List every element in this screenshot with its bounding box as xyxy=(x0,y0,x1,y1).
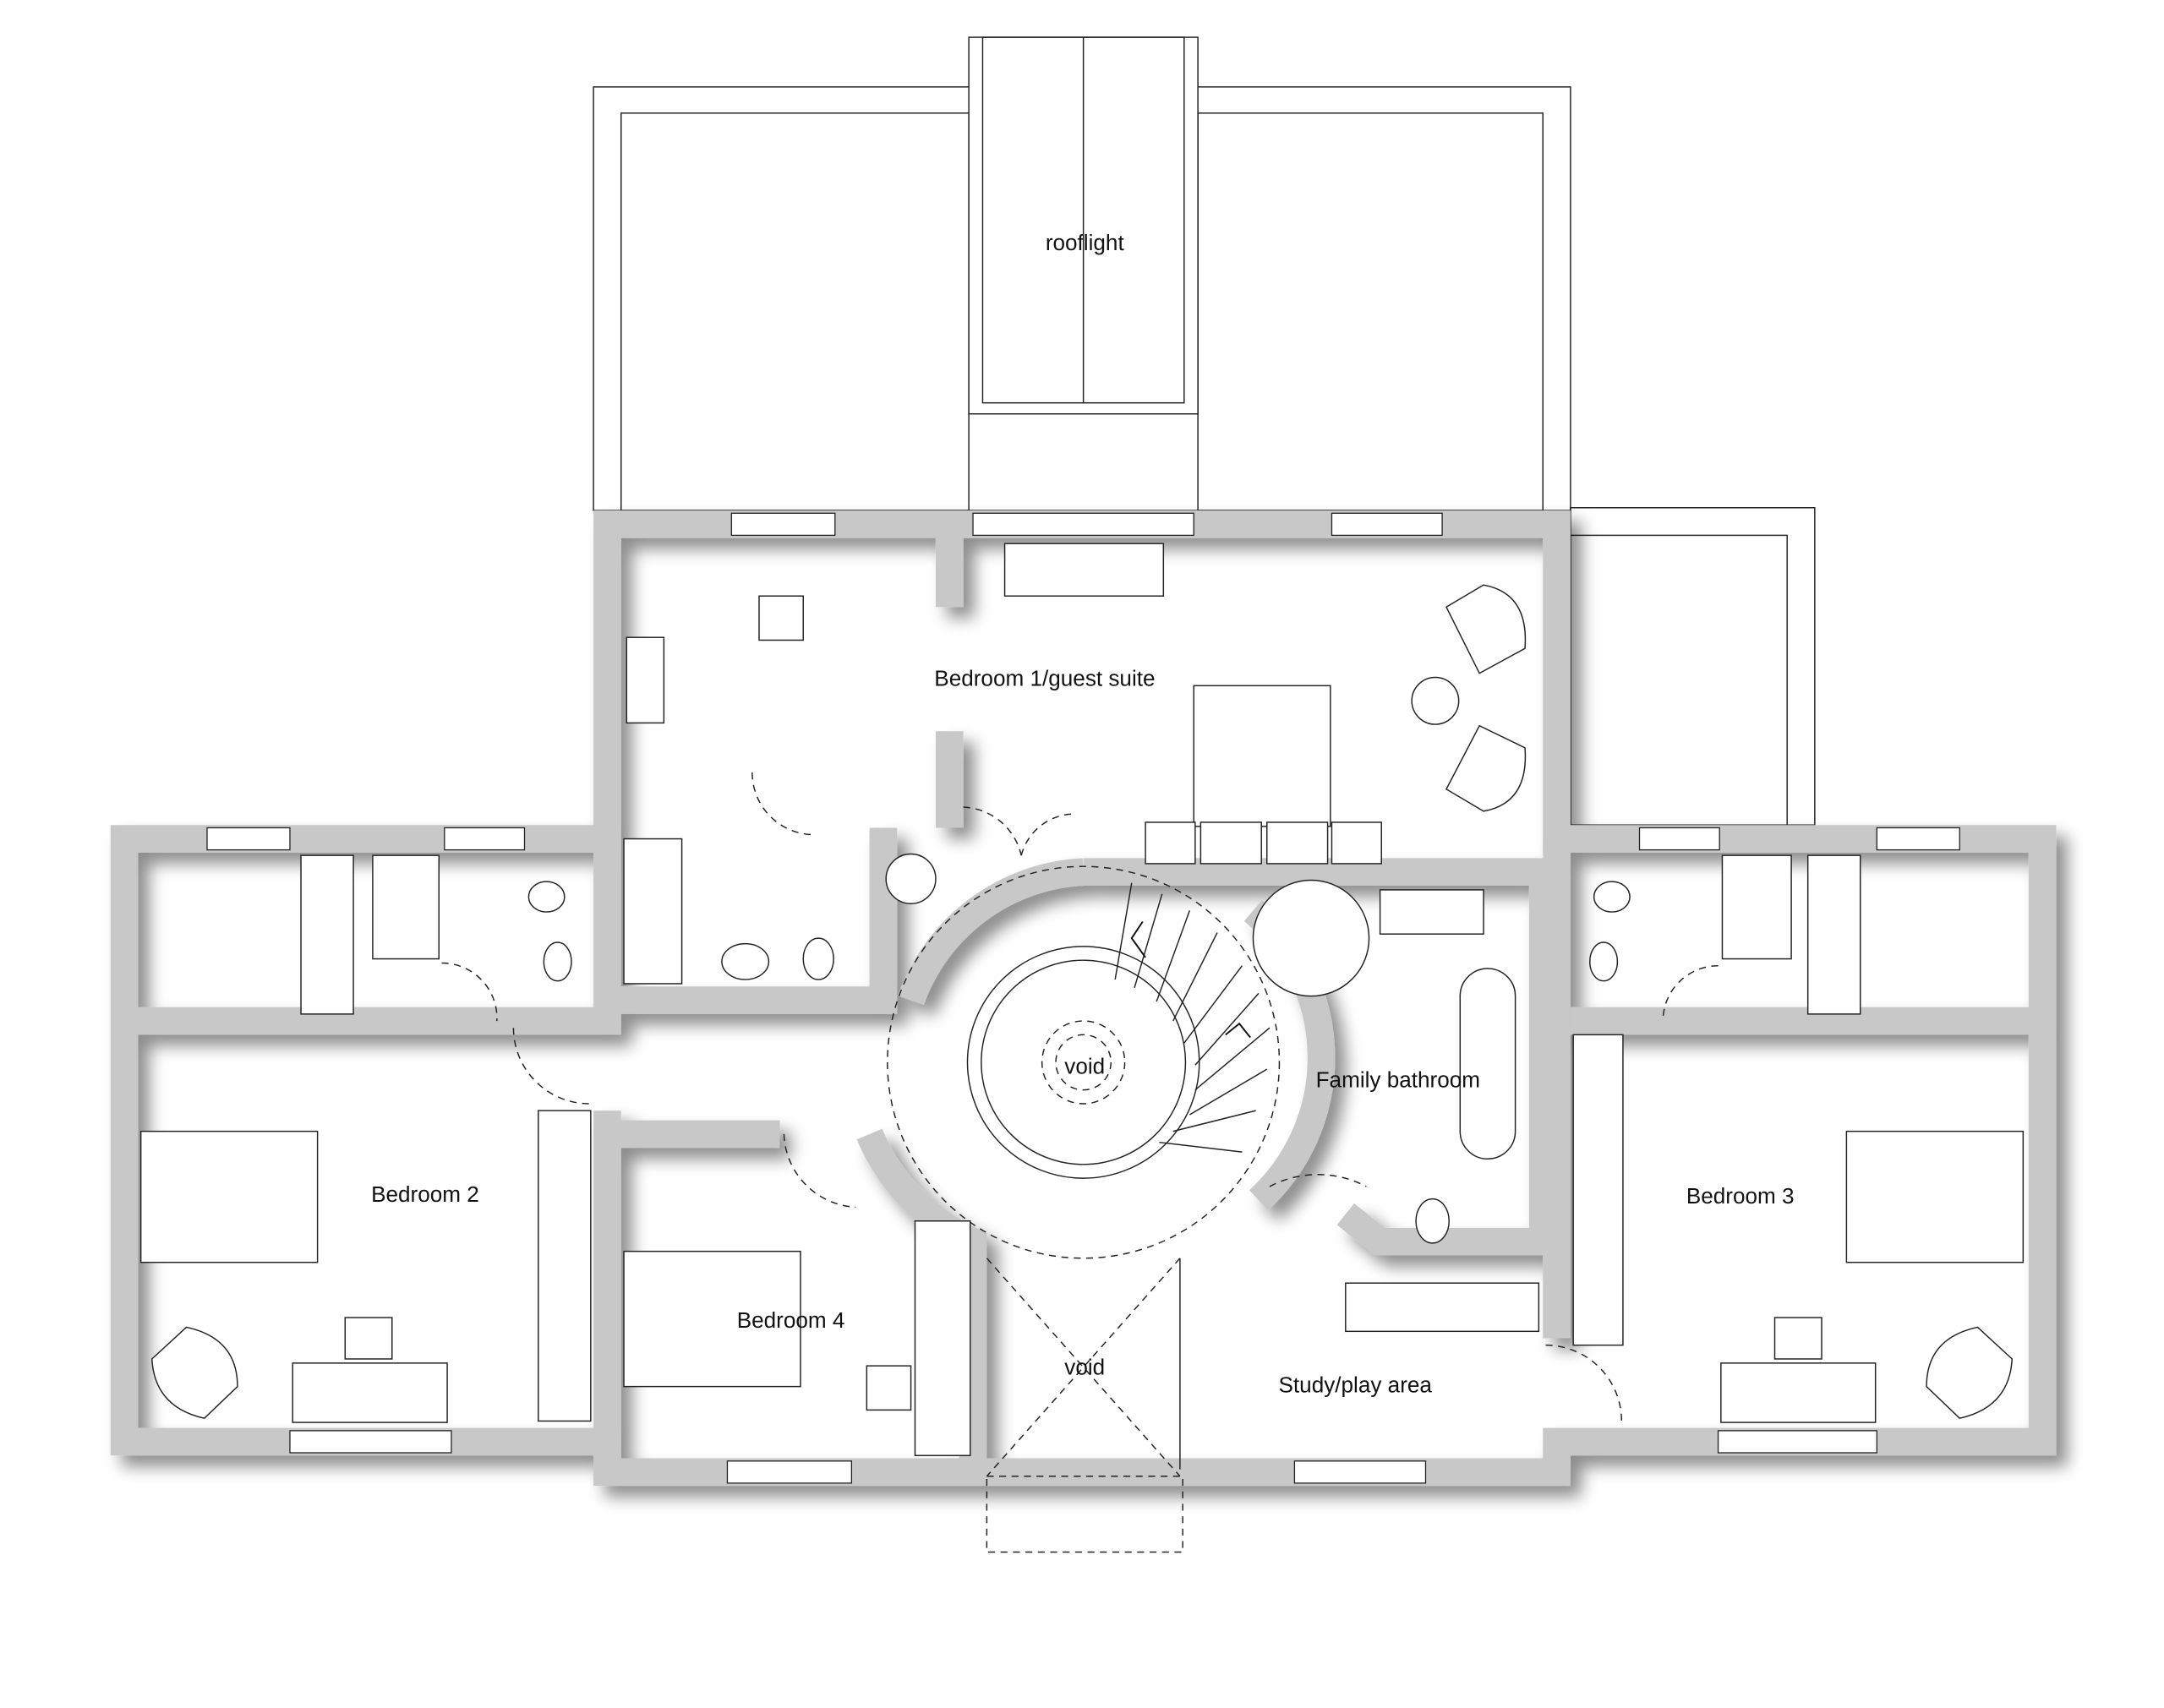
walls xyxy=(110,510,2057,1487)
label-study-play-area: Study/play area xyxy=(1279,1372,1433,1398)
door-swings xyxy=(441,772,1719,1422)
windows xyxy=(206,512,1960,1484)
furniture xyxy=(139,543,2025,1456)
label-void-entrance: void xyxy=(1064,1354,1105,1379)
label-bedroom-1: Bedroom 1/guest suite xyxy=(934,666,1155,691)
label-family-bathroom: Family bathroom xyxy=(1316,1067,1480,1093)
label-bedroom-3: Bedroom 3 xyxy=(1686,1183,1795,1209)
label-void-stair: void xyxy=(1064,1053,1105,1078)
label-bedroom-2: Bedroom 2 xyxy=(371,1181,479,1207)
label-bedroom-4: Bedroom 4 xyxy=(737,1307,845,1333)
entrance-void xyxy=(986,1258,1183,1553)
label-rooflight: rooflight xyxy=(1046,230,1125,255)
rooflight xyxy=(968,36,1199,415)
